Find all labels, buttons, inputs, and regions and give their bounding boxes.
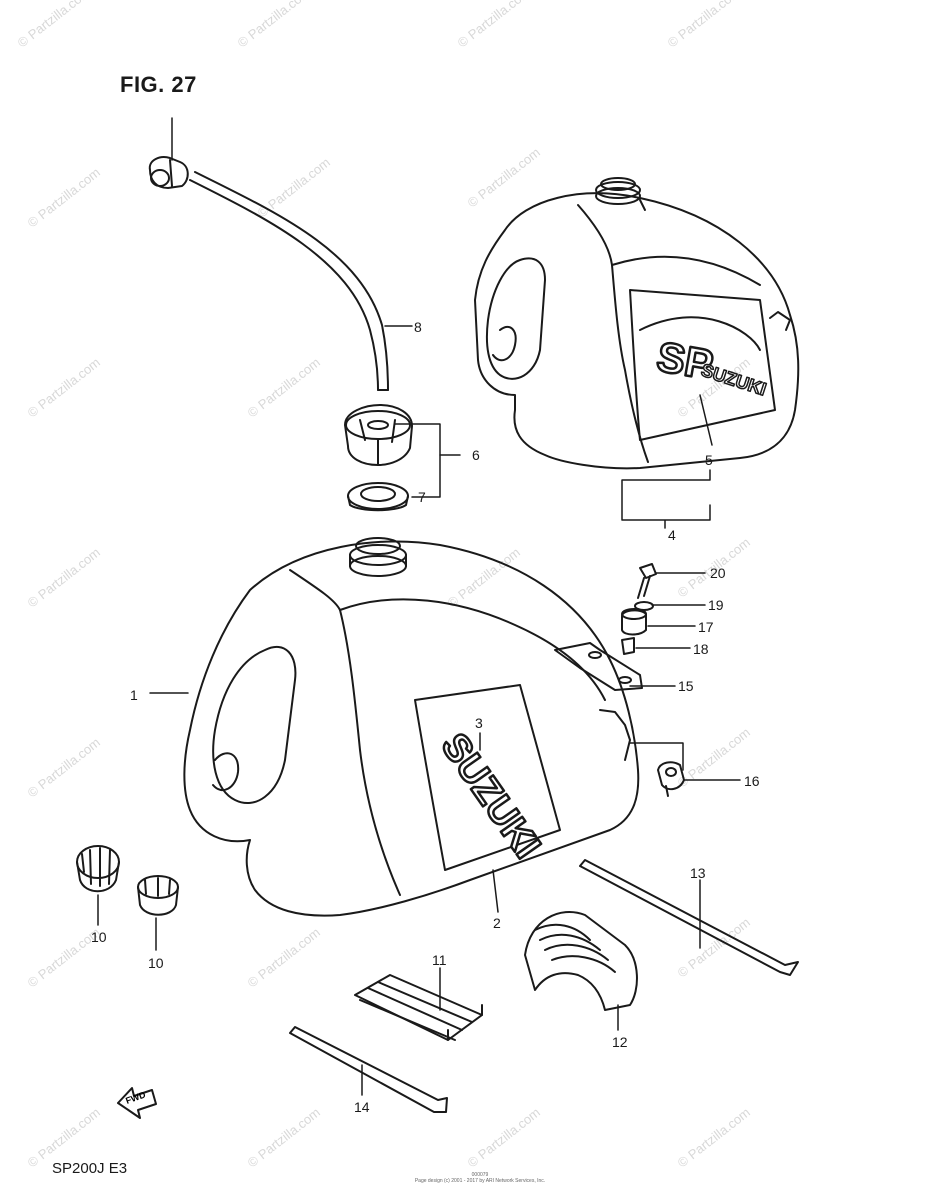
- callout-7: 7: [418, 489, 426, 505]
- decal-suzuki-large: SUZUKI: [433, 726, 549, 866]
- hose-clip: [148, 156, 189, 189]
- callout-4: 4: [668, 527, 676, 543]
- tank-strap-13: [579, 859, 799, 976]
- callout-15: 15: [678, 678, 694, 694]
- cushion-right: [137, 875, 179, 916]
- forward-arrow-icon: [117, 1087, 157, 1119]
- fuel-cock-clamp: [657, 761, 685, 797]
- decal-sp: SP: [653, 333, 716, 389]
- footer-code: 000079: [471, 1172, 489, 1178]
- callout-17: 17: [698, 619, 714, 635]
- callout-10b: 10: [148, 955, 164, 971]
- decal-suzuki-small: SUZUKI: [699, 360, 769, 400]
- fuel-tank-main: [183, 537, 640, 917]
- cushion-pad: [354, 974, 483, 1041]
- spacer: [621, 637, 635, 655]
- tank-strap-14: [289, 1026, 448, 1113]
- bolt: [637, 563, 657, 599]
- callout-13: 13: [690, 865, 706, 881]
- fuel-tank-small: [474, 177, 800, 470]
- callout-1: 1: [130, 687, 138, 703]
- callout-16: 16: [744, 773, 760, 789]
- callout-2: 2: [493, 915, 501, 931]
- tank-cushion: [524, 910, 638, 1011]
- callout-6: 6: [472, 447, 480, 463]
- breather-hose: [189, 171, 389, 391]
- fuel-cap: [344, 404, 413, 466]
- washer: [634, 601, 654, 611]
- callout-19: 19: [708, 597, 724, 613]
- leader-lines: [97, 117, 741, 1096]
- figure-title: FIG. 27: [120, 72, 197, 97]
- tank-bracket: [554, 642, 643, 691]
- collar: [621, 608, 647, 636]
- callout-3: 3: [475, 715, 483, 731]
- callout-11: 11: [432, 952, 447, 968]
- callout-14: 14: [354, 1099, 370, 1115]
- callout-5: 5: [705, 452, 713, 468]
- callout-10a: 10: [91, 929, 107, 945]
- callout-20: 20: [710, 565, 726, 581]
- callout-12: 12: [612, 1034, 628, 1050]
- footer-credit: 000079 Page design (c) 2001 - 2017 by AR…: [400, 1172, 560, 1184]
- callout-8: 8: [414, 319, 422, 335]
- model-code: SP200J E3: [52, 1160, 128, 1177]
- cap-gasket: [347, 482, 409, 512]
- footer-text: Page design (c) 2001 - 2017 by ARI Netwo…: [414, 1178, 546, 1184]
- cushion-left: [76, 845, 120, 893]
- callout-18: 18: [693, 641, 709, 657]
